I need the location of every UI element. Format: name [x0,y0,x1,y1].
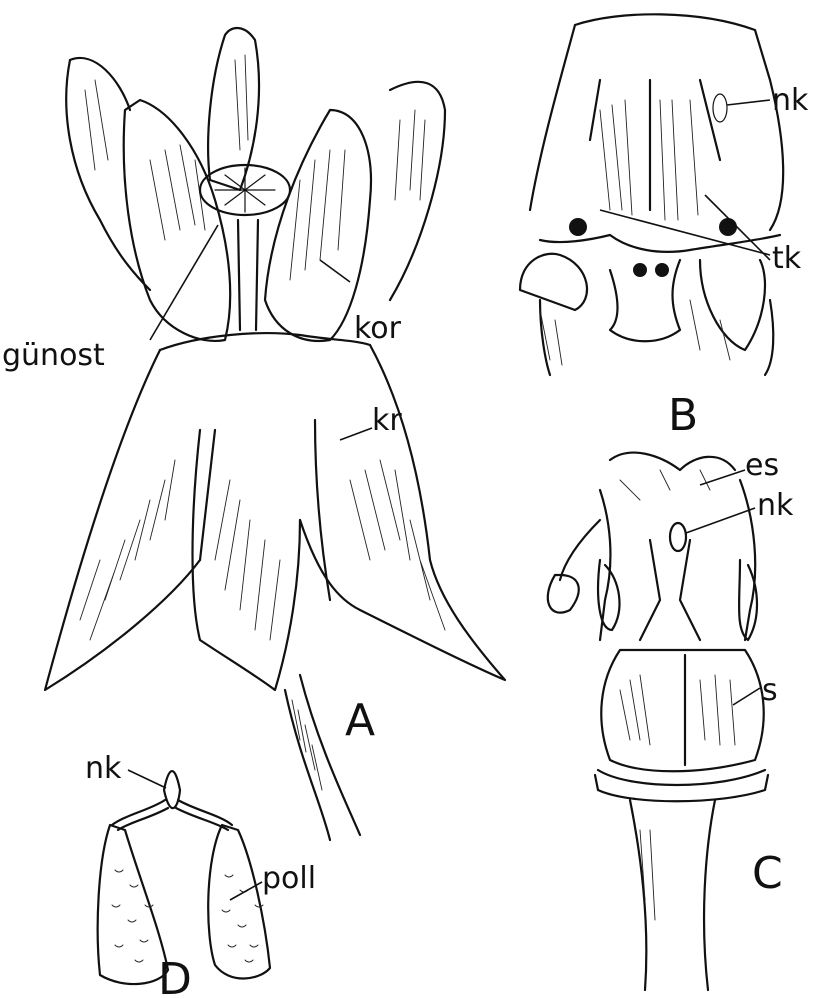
figure-c-labels: es nk s C [686,448,794,899]
figure-letter-d: D [158,954,192,999]
label-gunost: günost [2,338,105,373]
figure-letter-a: A [345,695,375,746]
label-c-s: s [762,673,778,708]
figure-c-pistil [548,453,768,990]
figure-b-labels: nk tk B [600,83,809,441]
label-kr: kr [372,403,402,438]
figure-d-pollinarium [98,771,270,984]
figure-b-gynostegium [520,14,783,375]
label-c-es: es [745,448,779,483]
figure-a-labels: günost kor kr A [2,225,402,746]
label-kor: kor [354,311,402,346]
label-c-nk: nk [757,488,794,523]
label-d-nk: nk [85,751,122,786]
figure-letter-b: B [668,390,698,441]
label-b-tk: tk [772,241,802,276]
figure-d-labels: nk poll D [85,751,316,999]
label-d-poll: poll [262,861,316,896]
figure-letter-c: C [752,848,783,899]
label-b-nk: nk [772,83,809,118]
figure-a-flower [45,28,505,840]
